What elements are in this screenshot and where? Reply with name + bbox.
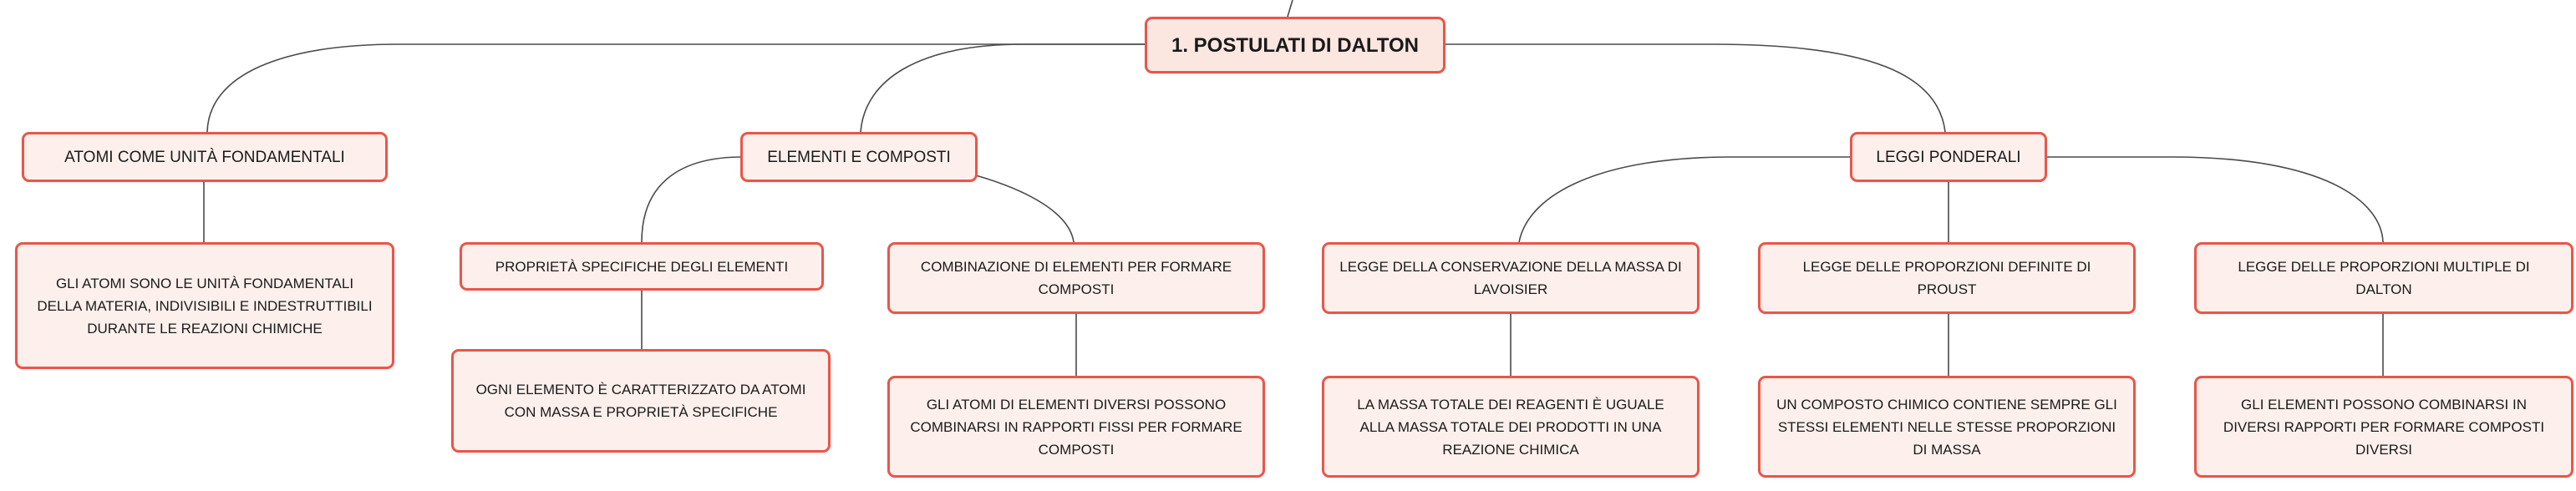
connector-elementi-to-proprieta (641, 156, 743, 243)
node-legge-dalton[interactable]: LEGGE DELLE PROPORZIONI MULTIPLE DI DALT… (2194, 242, 2573, 314)
node-elementi-e-composti[interactable]: ELEMENTI E COMPOSTI (740, 132, 978, 182)
node-proprieta-detail[interactable]: OGNI ELEMENTO È CARATTERIZZATO DA ATOMI … (451, 349, 831, 453)
node-lavoisier-detail[interactable]: LA MASSA TOTALE DEI REAGENTI È UGUALE AL… (1322, 376, 1700, 478)
node-atomi-detail[interactable]: GLI ATOMI SONO LE UNITÀ FONDAMENTALI DEL… (15, 242, 394, 369)
node-atomi-come-unita-fondamentali[interactable]: ATOMI COME UNITÀ FONDAMENTALI (22, 132, 388, 182)
node-proust-detail[interactable]: UN COMPOSTO CHIMICO CONTIENE SEMPRE GLI … (1758, 376, 2136, 478)
node-legge-lavoisier[interactable]: LEGGE DELLA CONSERVAZIONE DELLA MASSA DI… (1322, 242, 1700, 314)
connector-leggi-to-lavoisier (1518, 156, 1851, 243)
connector-root-to-atomi (206, 43, 1146, 133)
connector-root-to-leggi (1444, 43, 1946, 133)
node-combinazione-elementi[interactable]: COMBINAZIONE DI ELEMENTI PER FORMARE COM… (887, 242, 1265, 314)
connector-root-to-elementi (860, 43, 1146, 133)
node-proprieta-specifiche[interactable]: PROPRIETÀ SPECIFICHE DEGLI ELEMENTI (460, 242, 824, 291)
node-legge-proust[interactable]: LEGGE DELLE PROPORZIONI DEFINITE DI PROU… (1758, 242, 2136, 314)
node-combinazione-detail[interactable]: GLI ATOMI DI ELEMENTI DIVERSI POSSONO CO… (887, 376, 1265, 478)
node-dalton-detail[interactable]: GLI ELEMENTI POSSONO COMBINARSI IN DIVER… (2194, 376, 2573, 478)
connector-elementi-to-combinazione (975, 175, 1075, 243)
connector-parent-incoming (1287, 0, 1293, 18)
connector-leggi-to-dalton (2045, 156, 2384, 243)
node-leggi-ponderali[interactable]: LEGGI PONDERALI (1850, 132, 2047, 182)
root-node-postulati-dalton[interactable]: 1. POSTULATI DI DALTON (1145, 17, 1446, 73)
